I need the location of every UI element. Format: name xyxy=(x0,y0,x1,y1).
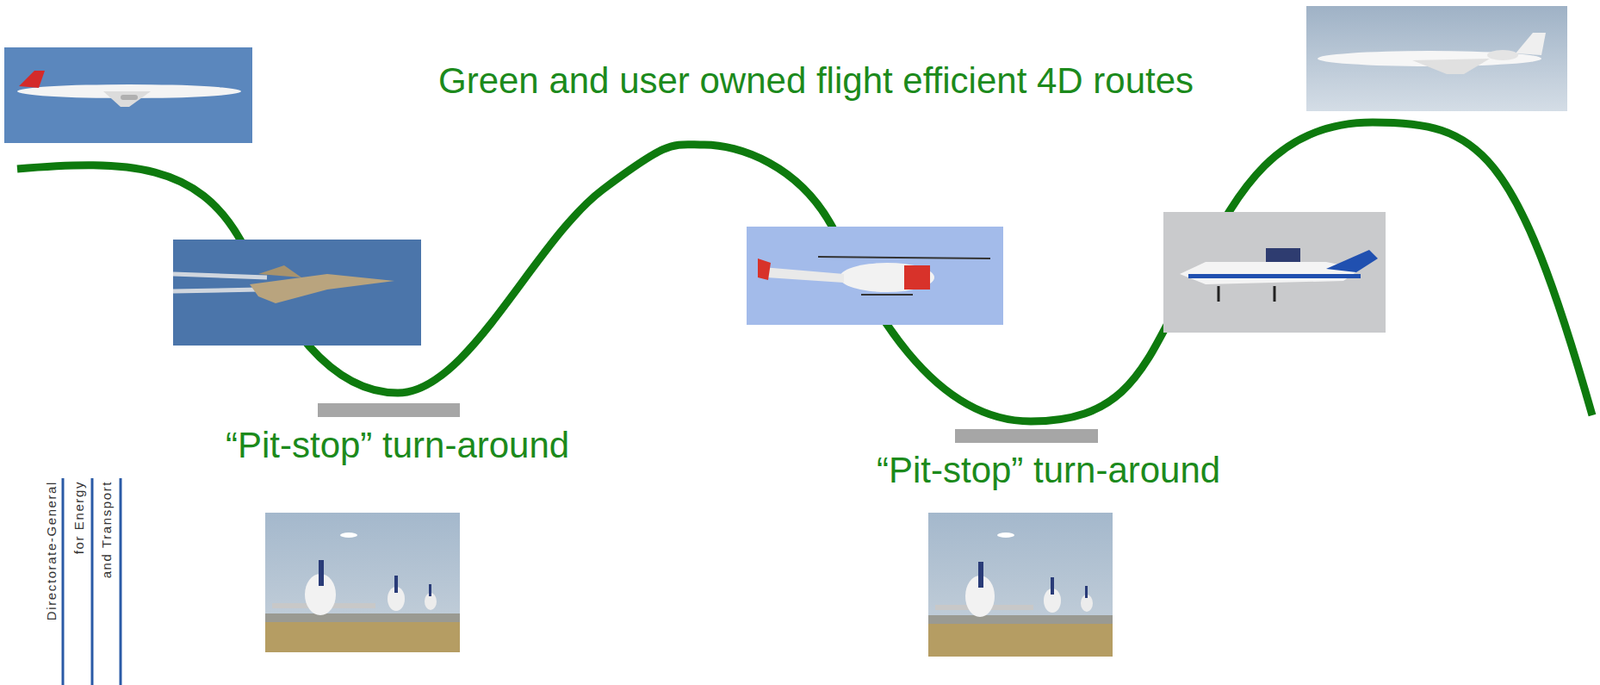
runway-bar xyxy=(317,403,460,417)
airliner-photo xyxy=(4,47,253,143)
business-jet-photo xyxy=(1306,6,1568,112)
runway-photo xyxy=(265,512,460,652)
pit-stop-label: “Pit-stop” turn-around xyxy=(225,424,570,466)
logo-text: and Transport xyxy=(98,480,126,681)
light-aircraft-photo xyxy=(1163,211,1386,333)
logo-text: Directorate-General xyxy=(43,480,71,681)
helicopter-photo xyxy=(746,226,1004,325)
route-curve xyxy=(17,122,1593,422)
diagram-title: Green and user owned flight efficient 4D… xyxy=(438,60,1194,102)
logo-text: for Energy xyxy=(70,480,99,681)
pit-stop-label: “Pit-stop” turn-around xyxy=(876,449,1221,491)
fighter-photo xyxy=(173,239,422,346)
logo: Directorate-Generalfor Energyand Transpo… xyxy=(43,480,138,681)
runway-bar xyxy=(955,428,1098,443)
runway-photo xyxy=(928,512,1113,657)
